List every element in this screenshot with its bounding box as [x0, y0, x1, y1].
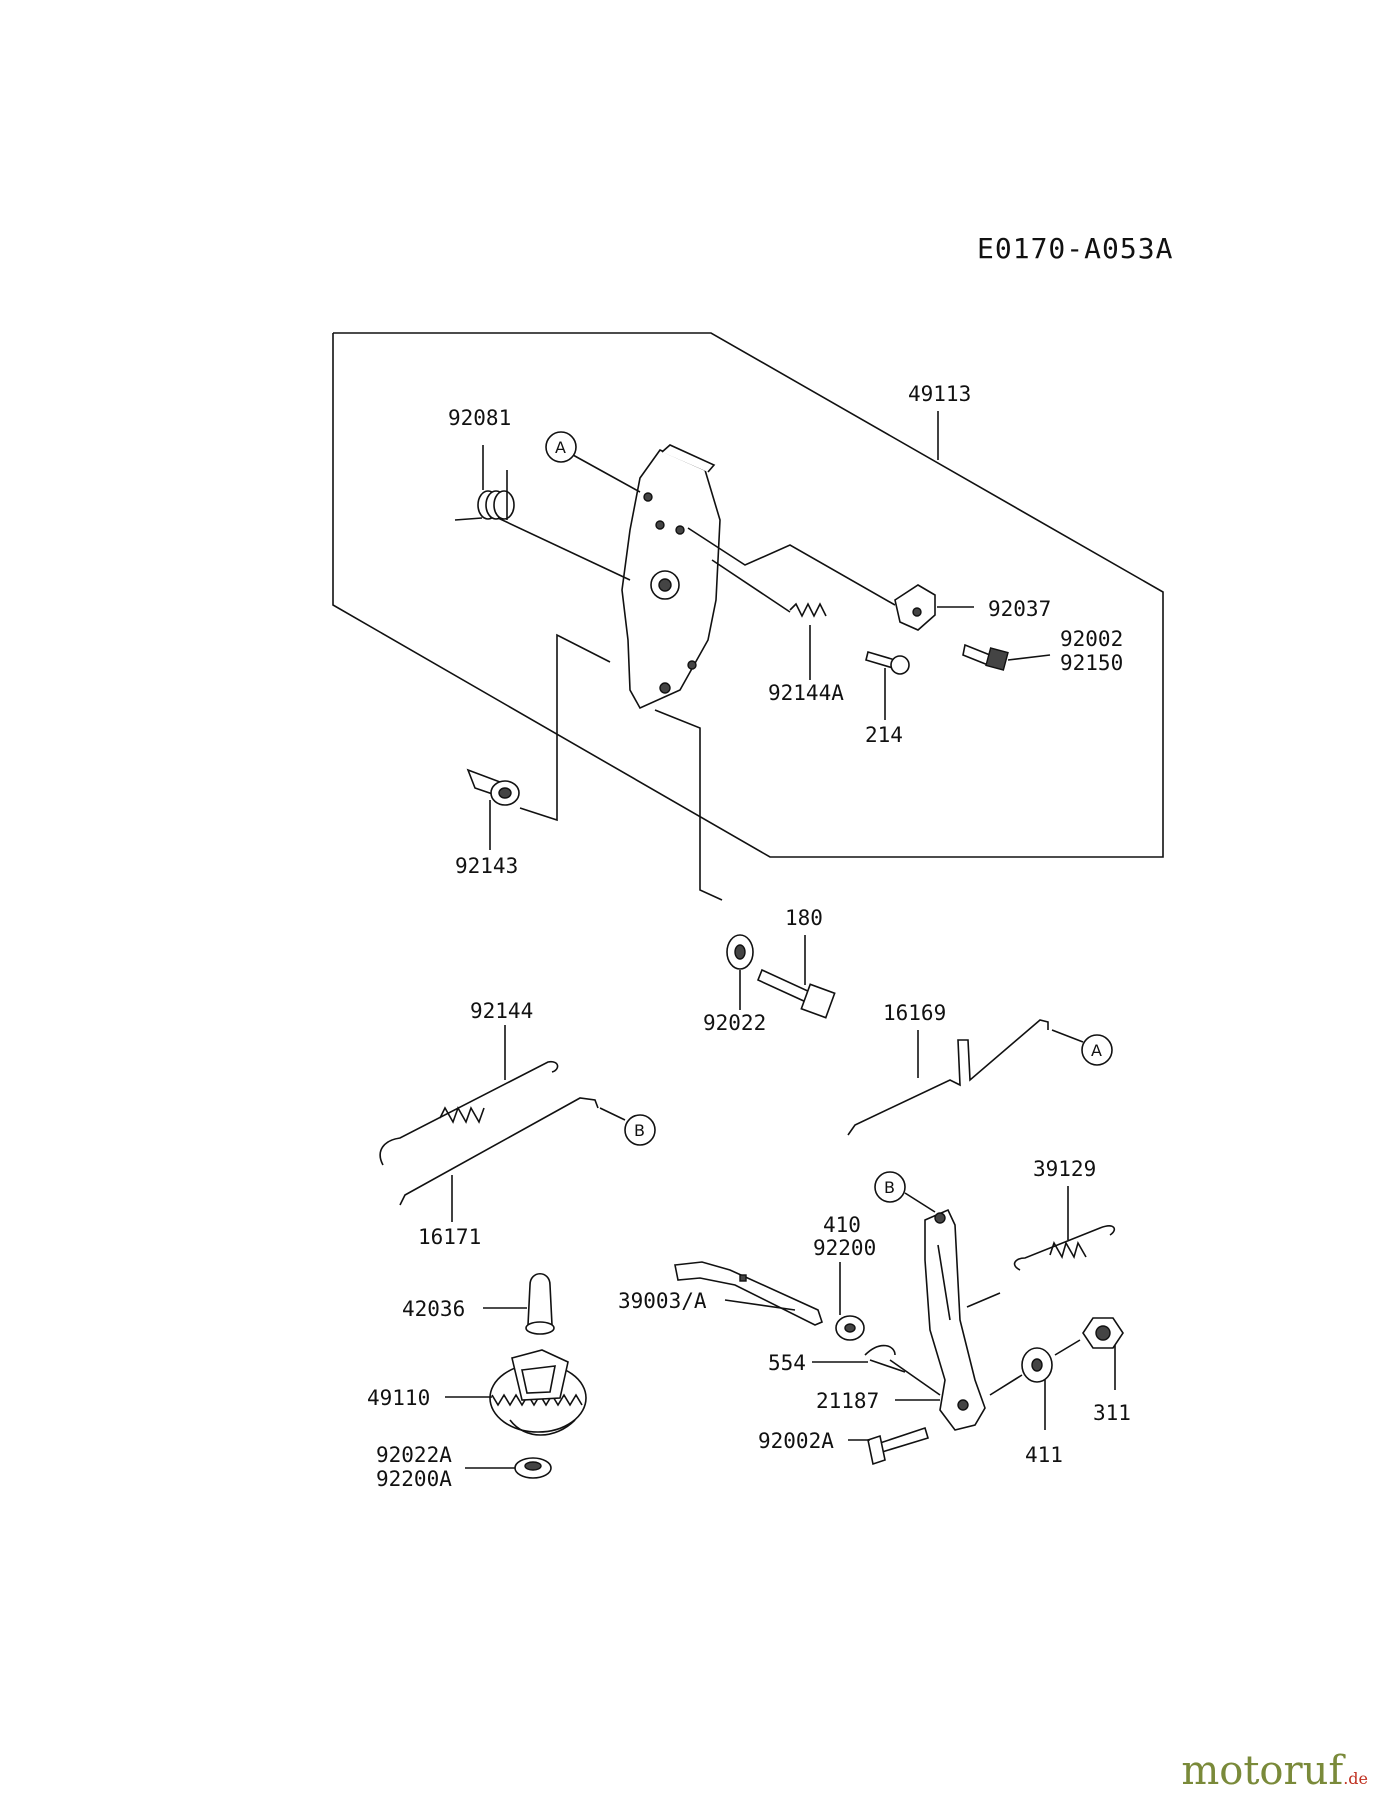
- label-21187: 21187: [816, 1389, 879, 1413]
- washer-92022a: [514, 1457, 552, 1479]
- callout-b-left-label: B: [634, 1121, 645, 1140]
- label-16171: 16171: [418, 1225, 481, 1249]
- leader-washer-to-nut: [1054, 1339, 1081, 1356]
- rod-16169: [847, 1019, 1049, 1136]
- watermark-logo: motoruf.de: [1181, 1748, 1368, 1794]
- label-92022a: 92022A: [376, 1443, 452, 1467]
- label-39129: 39129: [1033, 1157, 1096, 1181]
- label-16169: 16169: [883, 1001, 946, 1025]
- label-411: 411: [1025, 1443, 1063, 1467]
- callout-a-right-label: A: [1091, 1041, 1102, 1060]
- label-410: 410: [823, 1213, 861, 1237]
- label-39003a: 39003/A: [618, 1289, 707, 1313]
- leader-callout-b-right: [904, 1192, 936, 1213]
- label-92144: 92144: [470, 999, 533, 1023]
- leader-92002: [1007, 654, 1051, 661]
- watermark-tld: .de: [1343, 1769, 1368, 1788]
- callout-b-left: [624, 1114, 656, 1146]
- label-92002a: 92002A: [758, 1429, 834, 1453]
- label-49113: 49113: [908, 382, 971, 406]
- label-311: 311: [1093, 1401, 1131, 1425]
- label-92143: 92143: [455, 854, 518, 878]
- label-92022: 92022: [703, 1011, 766, 1035]
- assembly-boundary: [332, 332, 1164, 858]
- spring-92144: [379, 1060, 559, 1166]
- label-92037: 92037: [988, 597, 1051, 621]
- label-49110: 49110: [367, 1386, 430, 1410]
- callout-a-top: [545, 431, 577, 463]
- washer-92022: [726, 934, 754, 970]
- leader-callout-a-top: [572, 454, 641, 493]
- leader-spring-to-arm: [966, 1292, 1001, 1308]
- washer-411: [1021, 1347, 1053, 1383]
- leader-callout-a-right: [1051, 1029, 1084, 1043]
- diagram-code: E0170-A053A: [977, 232, 1173, 265]
- nut-311: [1082, 1317, 1124, 1349]
- label-92150: 92150: [1060, 651, 1123, 675]
- gear-49110: [489, 1349, 587, 1436]
- leader-arm-to-washer: [989, 1374, 1023, 1396]
- label-42036: 42036: [402, 1297, 465, 1321]
- pin-42036: [525, 1272, 555, 1335]
- spring-92081: [454, 470, 515, 521]
- clip-92037: [894, 584, 936, 631]
- leader-92037-path: [687, 527, 896, 606]
- callout-a-top-label: A: [555, 438, 566, 457]
- label-92081: 92081: [448, 406, 511, 430]
- callout-b-right: [874, 1171, 906, 1203]
- leader-callout-b-left: [599, 1107, 626, 1121]
- callout-a-right: [1081, 1034, 1113, 1066]
- bushing-92143: [466, 768, 520, 806]
- governor-plate: [621, 444, 721, 710]
- spring-92144a: [711, 559, 827, 618]
- bolt-92002: [962, 643, 1009, 671]
- governor-arm-21187: [924, 1208, 986, 1431]
- leader-plate-to-washer: [654, 709, 723, 901]
- bolt-92002a: [867, 1426, 929, 1466]
- leader-554-b: [889, 1359, 941, 1396]
- watermark-brand: motoruf: [1181, 1748, 1344, 1794]
- label-180: 180: [785, 906, 823, 930]
- label-214: 214: [865, 723, 903, 747]
- pin-554: [864, 1344, 906, 1373]
- spring-39129: [1013, 1225, 1116, 1271]
- label-92002: 92002: [1060, 627, 1123, 651]
- bolt-180: [756, 968, 836, 1019]
- callout-b-right-label: B: [884, 1178, 895, 1197]
- label-92144a: 92144A: [768, 681, 844, 705]
- leader-92081-b: [497, 517, 631, 581]
- screw-214: [865, 650, 910, 675]
- rod-16171: [399, 1097, 599, 1206]
- label-92200a: 92200A: [376, 1467, 452, 1491]
- washer-410: [835, 1315, 865, 1341]
- leader-92143-path: [519, 633, 611, 822]
- leader-39003a: [724, 1299, 796, 1311]
- label-92200: 92200: [813, 1236, 876, 1260]
- label-554: 554: [768, 1351, 806, 1375]
